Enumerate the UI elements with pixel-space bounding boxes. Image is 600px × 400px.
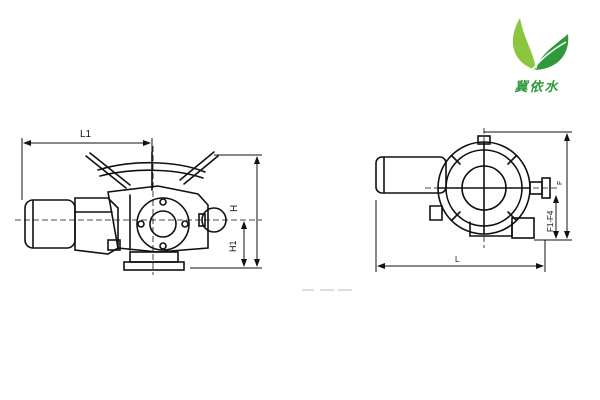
dim-h xyxy=(190,154,262,269)
dim-l xyxy=(375,200,546,272)
front-view xyxy=(24,151,227,271)
label-f: F xyxy=(557,181,564,185)
side-view xyxy=(375,135,551,239)
dim-l1 xyxy=(21,138,153,200)
dim-f xyxy=(484,131,572,241)
label-f1-f4: F1-F4 xyxy=(546,210,555,232)
leaf-logo-icon xyxy=(512,18,569,71)
front-centerlines xyxy=(15,146,262,275)
label-l1: L1 xyxy=(80,129,92,140)
label-h1: H1 xyxy=(228,240,238,252)
label-h: H xyxy=(229,205,240,212)
logo-text: 冀依水 xyxy=(514,80,560,95)
label-l: L xyxy=(455,255,460,264)
side-centerlines xyxy=(425,128,560,248)
